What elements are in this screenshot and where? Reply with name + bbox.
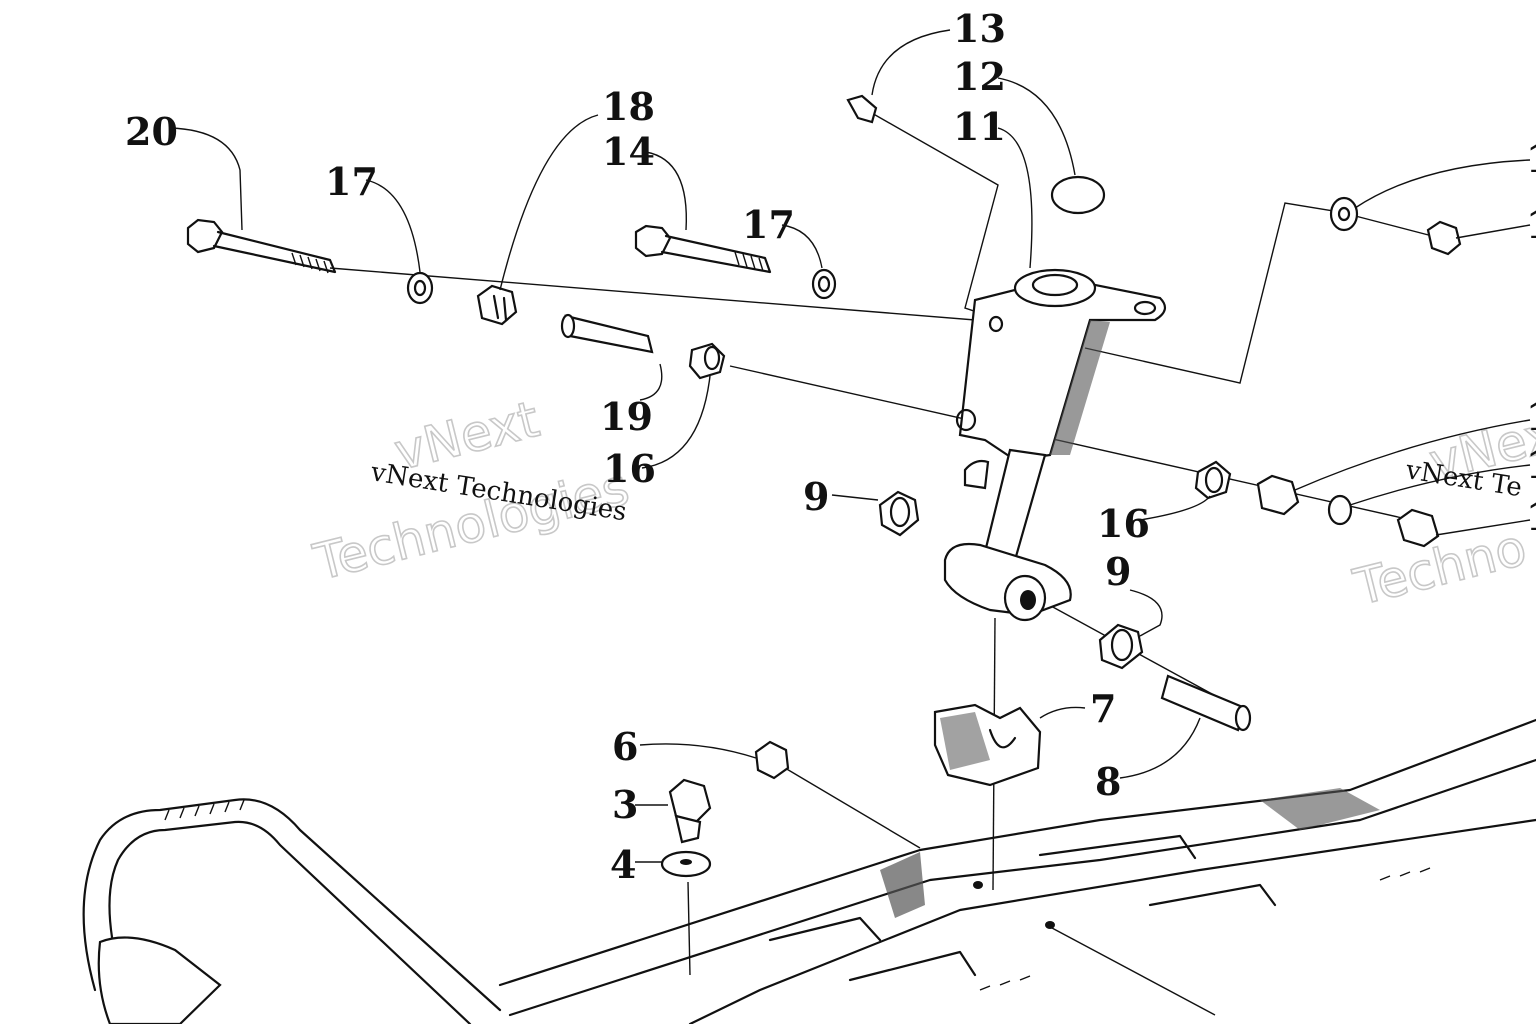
- bushing-9b: [1098, 623, 1144, 670]
- bushing-16a: [688, 342, 726, 380]
- washer-axis: [687, 881, 691, 976]
- callout-1-mid-b: 1: [1526, 442, 1536, 487]
- callout-19: 19: [600, 394, 653, 439]
- watermark-left: vNext Technologies vNext Technologies: [307, 389, 635, 592]
- callout-7: 7: [1090, 686, 1116, 731]
- callout-1-mid-c: 1: [1526, 494, 1536, 539]
- right-bracket-axis: [1084, 202, 1441, 384]
- callout-3: 3: [612, 782, 638, 827]
- cap-12: [1050, 175, 1106, 215]
- callout-1-top-a: 1: [1526, 136, 1536, 181]
- castle-nut-right: [1256, 474, 1300, 516]
- lock-washer-17b: [811, 268, 837, 300]
- callout-1-top-b: 1: [1526, 202, 1536, 247]
- callout-17-middle: 17: [742, 202, 795, 247]
- callout-20: 20: [125, 109, 178, 154]
- callout-12: 12: [953, 54, 1006, 99]
- callout-8: 8: [1095, 759, 1121, 804]
- leader-lines: [169, 29, 1531, 863]
- grease-fitting-13: [846, 94, 878, 124]
- rear-ski-axis: [1051, 927, 1216, 1016]
- callout-6: 6: [612, 724, 638, 769]
- washer-right-bottom: [1327, 494, 1353, 526]
- nut-3: [668, 778, 712, 844]
- bushing-9a: [878, 490, 920, 537]
- upper-bolt-axis: [329, 267, 1001, 323]
- bushing-16b: [1194, 460, 1232, 500]
- callout-9-right: 9: [1105, 549, 1131, 594]
- nut-6-axis: [784, 767, 921, 849]
- ski: [82, 718, 1536, 1024]
- callout-17-left: 17: [325, 159, 378, 204]
- callout-16-right: 16: [1097, 501, 1150, 546]
- watermark-right: vNext Techno vNext Te: [1347, 399, 1536, 617]
- callout-18: 18: [602, 84, 655, 129]
- washer-right-top: [1329, 196, 1359, 232]
- watermark-right-line2: Techno: [1348, 518, 1532, 617]
- nut-right-top: [1426, 220, 1462, 256]
- callout-numbers: 20 17 18 14 17 13 12 11 1 1 19 16 9 16 1…: [125, 6, 1536, 887]
- spindle-housing-11: [943, 268, 1167, 622]
- callout-4: 4: [610, 842, 636, 887]
- washer-4: [660, 850, 712, 878]
- nut-right-bottom: [1396, 508, 1440, 548]
- callout-14: 14: [602, 129, 655, 174]
- callout-11: 11: [953, 104, 1006, 149]
- assembly-lines: [329, 111, 1441, 1016]
- sleeve-19: [560, 313, 654, 354]
- callout-9-left: 9: [803, 474, 829, 519]
- bolt-20: [186, 218, 337, 274]
- lock-washer-17a: [406, 271, 434, 305]
- nut-6: [754, 740, 790, 780]
- middle-bolt-axis: [729, 365, 1421, 523]
- callout-1-mid-a: 1: [1526, 394, 1536, 439]
- callout-16-left: 16: [603, 446, 656, 491]
- ski-saddle-7: [933, 703, 1042, 787]
- castle-nut-18: [476, 284, 518, 326]
- sleeve-8: [1160, 674, 1252, 732]
- bolt-14: [634, 224, 772, 274]
- callout-13: 13: [953, 6, 1006, 51]
